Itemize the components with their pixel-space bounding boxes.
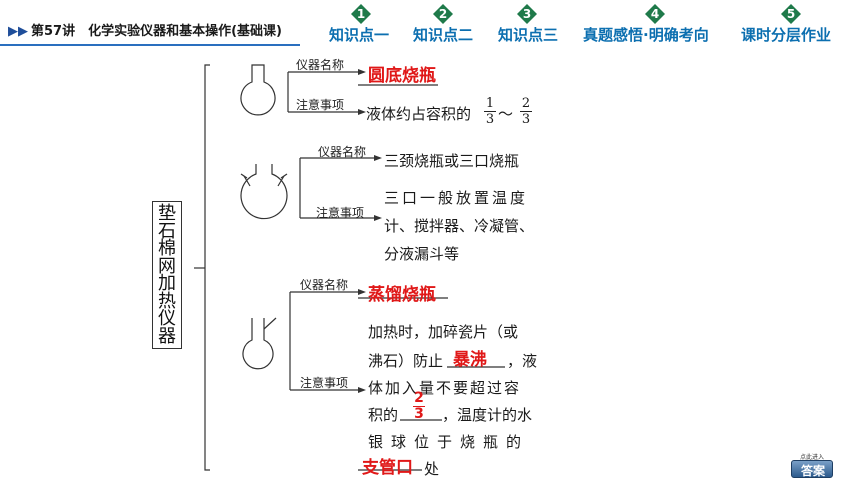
item1-fraction-2: 2 3: [520, 96, 532, 127]
lesson-title: ▶▶第57讲 化学实验仪器和基本操作(基础课): [8, 24, 282, 39]
distilling-flask-icon: [236, 314, 281, 374]
answer-hint: 点此进入: [799, 454, 824, 461]
item2-note-label: 注意事项: [316, 206, 365, 220]
item3-name-label: 仪器名称: [300, 278, 349, 292]
item3-name-answer: 蒸馏烧瓶: [368, 285, 436, 305]
item3-note-answer-side-tube: 支管口: [362, 458, 413, 478]
item1-fraction-1: 1 3: [484, 96, 496, 127]
item3-note-label: 注意事项: [300, 376, 349, 390]
item3-note-line3: 体加入量不要超过容: [368, 379, 522, 397]
item2-note-line2: 计、搅拌器、冷凝管、: [384, 217, 535, 235]
item3-note-line4a: 积的: [368, 406, 399, 424]
badge-diamond-icon: [433, 4, 453, 24]
item3-note-line1: 加热时，加碎瓷片（或: [368, 323, 519, 341]
three-neck-flask-icon: [238, 162, 290, 222]
nav-badge-1: 1: [351, 4, 371, 24]
nav-knowledge-1[interactable]: 知识点一: [329, 26, 390, 44]
answer-button-body[interactable]: 答案: [791, 460, 833, 478]
nav-badge-3: 3: [517, 4, 537, 24]
play-arrow-icon: ▶▶: [8, 24, 28, 39]
answer-button-label: 答案: [800, 464, 825, 478]
item3-note-answer-bumping: 暴沸: [453, 350, 487, 370]
header-bar: ▶▶第57讲 化学实验仪器和基本操作(基础课) 1 知识点一 2 知识点二 3 …: [0, 0, 860, 52]
badge-diamond-icon: [351, 4, 371, 24]
arrow-icon: [358, 69, 366, 75]
item1-name-answer: 圆底烧瓶: [368, 66, 436, 86]
round-bottom-flask-icon: [235, 62, 280, 122]
item2-name-text: 三颈烧瓶或三口烧瓶: [384, 152, 520, 170]
item1-note-label: 注意事项: [296, 98, 345, 112]
item2-name-label: 仪器名称: [318, 145, 367, 159]
item1-name-label: 仪器名称: [296, 58, 345, 72]
nav-badge-4: 4: [645, 4, 665, 24]
nav-badge-5: 5: [781, 4, 801, 24]
item2-note-line1: 三口一般放置温度: [384, 189, 529, 207]
badge-diamond-icon: [781, 4, 801, 24]
item2-note-line3: 分液漏斗等: [384, 245, 460, 263]
header-underline: [0, 44, 300, 46]
nav-badge-2: 2: [433, 4, 453, 24]
category-box: [152, 201, 182, 349]
item3-note-line2a: 沸石）防止: [368, 352, 444, 370]
item3-note-answer-fraction: 2 3: [413, 390, 425, 422]
nav-knowledge-3[interactable]: 知识点三: [498, 26, 559, 44]
nav-homework[interactable]: 课时分层作业: [741, 26, 832, 44]
item3-note-line4b: ，温度计的水: [442, 406, 533, 424]
nav-exam-review[interactable]: 真题感悟·明确考向: [583, 26, 709, 44]
nav-knowledge-2[interactable]: 知识点二: [413, 26, 474, 44]
item1-note-text: 液体约占容积的: [366, 105, 472, 123]
item3-note-line5: 银球位于烧瓶的: [368, 433, 530, 451]
item1-tilde: ～: [498, 105, 514, 123]
category-label: 垫石棉网加热仪器: [158, 203, 176, 347]
badge-diamond-icon: [517, 4, 537, 24]
item3-note-line2b: ，液: [507, 352, 538, 370]
item3-note-line6b: 处: [424, 460, 440, 478]
answer-button[interactable]: 点此进入 答案: [789, 452, 835, 479]
badge-diamond-icon: [645, 4, 665, 24]
